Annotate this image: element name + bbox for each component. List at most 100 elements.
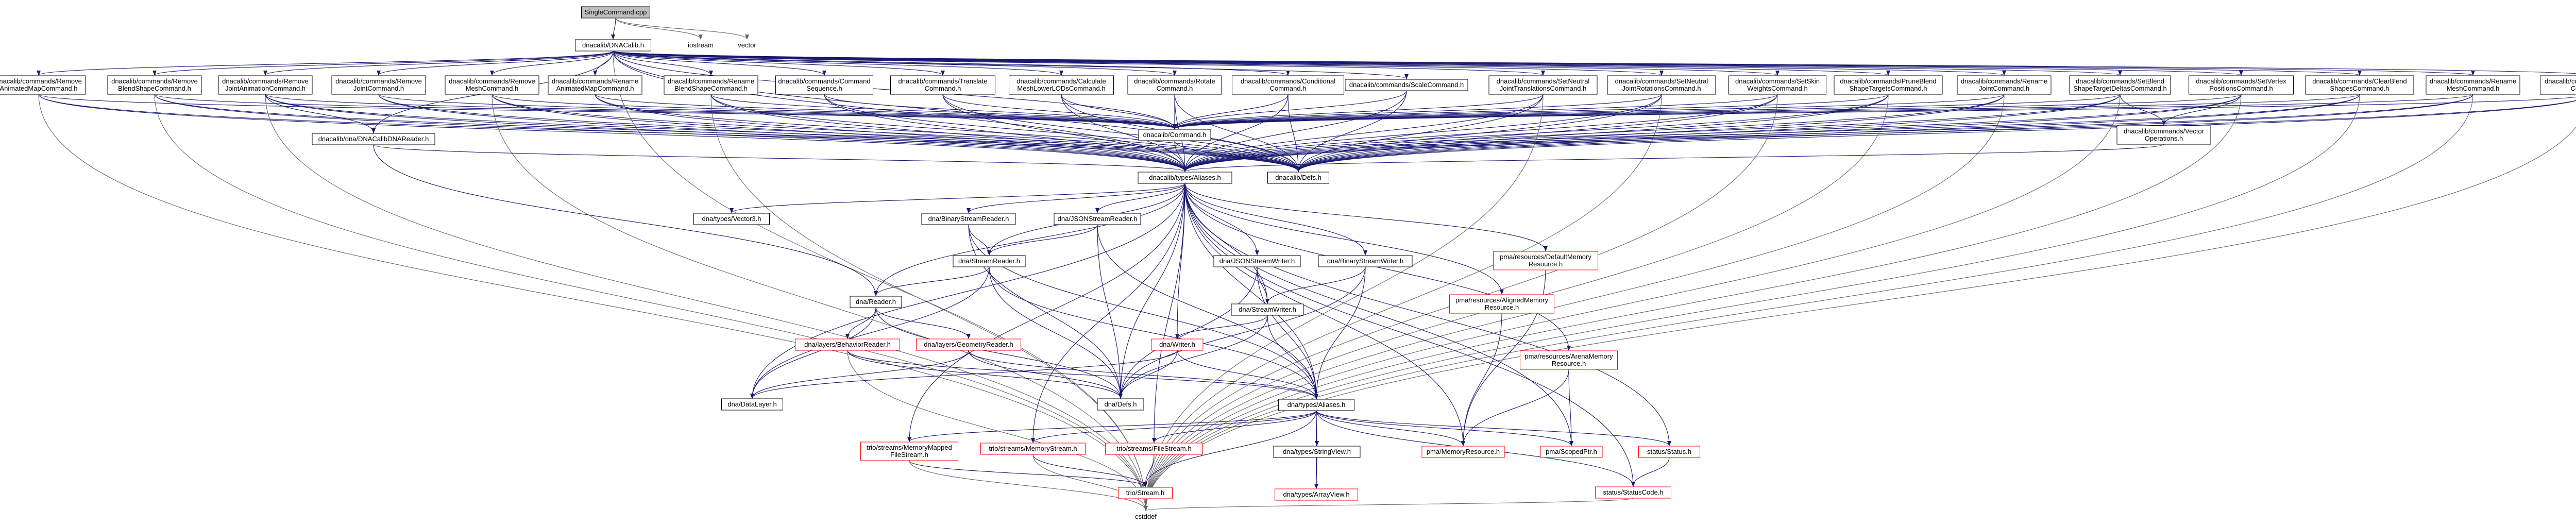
node-box-reader	[850, 296, 902, 308]
node-root[interactable]: SingleCommand.cpp	[581, 6, 650, 19]
edge-aliases-to-vector3	[730, 183, 1185, 213]
node-label-arrayView: dna/types/ArrayView.h	[1283, 490, 1349, 498]
node-box-stringView	[1273, 446, 1361, 458]
node-box-cmdSetSkin	[1728, 75, 1826, 95]
node-vector3[interactable]: dna/types/Vector3.h	[693, 213, 770, 225]
node-cmdRemoveJointAnim[interactable]: dnacalib/commands/RemoveJointAnimationCo…	[218, 75, 313, 95]
edge-aliases-to-memStream	[1031, 183, 1185, 443]
edge-cmdRenameJoint-to-cstddef	[1144, 94, 2005, 511]
edge-jsonReader-to-dnaDefs	[1097, 224, 1123, 399]
node-status[interactable]: status/Status.h	[1638, 446, 1700, 458]
edge-cmdClearBlend-to-command	[1173, 94, 2360, 129]
node-cmdSetSkin[interactable]: dnacalib/commands/SetSkinWeightsCommand.…	[1728, 75, 1826, 95]
edge-aliases-to-alignedMem	[1184, 183, 1504, 295]
edge-cmdRemoveAnim-to-defs	[38, 94, 1300, 172]
node-aliases[interactable]: dnacalib/types/Aliases.h	[1138, 172, 1232, 184]
node-cmdClearBlend[interactable]: dnacalib/commands/ClearBlendShapesComman…	[2305, 75, 2414, 95]
edge-cmdSetVertex-to-command	[1173, 94, 2242, 129]
node-box-cmdRemoveBlend	[107, 75, 202, 95]
node-cmdCalcNormals[interactable]: dnacalib/commands/CalculateMeshLowerLODs…	[1009, 75, 1114, 95]
node-arrayView[interactable]: dna/types/ArrayView.h	[1275, 488, 1358, 501]
node-label-command: dnacalib/Command.h	[1143, 131, 1207, 139]
edge-aliases-to-statusCode	[1184, 183, 1635, 487]
node-binWriter[interactable]: dna/BinaryStreamWriter.h	[1318, 255, 1413, 267]
edge-dnacalib-to-cmdRemoveBlend	[152, 50, 614, 76]
node-box-cmdSetNeutralJointRot	[1607, 75, 1716, 95]
node-statusCode[interactable]: status/StatusCode.h	[1595, 486, 1671, 499]
node-reader[interactable]: dna/Reader.h	[850, 296, 902, 308]
node-cmdRemoveBlend[interactable]: dnacalib/commands/RemoveBlendShapeComman…	[107, 75, 202, 95]
edge-writer-to-dataLayer	[750, 350, 1178, 399]
edge-cmdRenameBlend-to-command	[710, 94, 1177, 129]
node-command[interactable]: dnacalib/Command.h	[1138, 129, 1211, 141]
node-label-cmdRenameBlend: dnacalib/commands/Rename	[668, 77, 754, 85]
edge-reader-to-dataLayer	[750, 307, 876, 399]
node-jsonReader[interactable]: dna/JSONStreamReader.h	[1054, 213, 1141, 225]
node-dnaAliases[interactable]: dna/types/Aliases.h	[1278, 399, 1354, 411]
node-fileStream[interactable]: trio/streams/FileStream.h	[1105, 443, 1203, 455]
node-cmdRenameAnim[interactable]: dnacalib/commands/RenameAnimatedMapComma…	[548, 75, 642, 95]
node-label-geoReader: dna/layers/GeometryReader.h	[924, 341, 1013, 348]
node-label-cmdRenameBlend: BlendShapeCommand.h	[674, 84, 748, 92]
node-cmdSetLODs[interactable]: dnacalib/commands/SetLODsCommand.h	[2540, 75, 2576, 95]
node-behReader[interactable]: dna/layers/BehaviorReader.h	[795, 338, 900, 351]
node-cmdSetNeutralJointTrans[interactable]: dnacalib/commands/SetNeutralJointTransla…	[1488, 75, 1598, 95]
node-cmdRenameBlend[interactable]: dnacalib/commands/RenameBlendShapeComman…	[664, 75, 758, 95]
node-cmdScale[interactable]: dnacalib/commands/ScaleCommand.h	[1345, 79, 1468, 91]
node-label-cmdRotate: dnacalib/commands/Rotate	[1134, 77, 1215, 85]
node-geoReader[interactable]: dna/layers/GeometryReader.h	[916, 338, 1021, 351]
node-writer[interactable]: dna/Writer.h	[1151, 338, 1204, 351]
node-stream[interactable]: trio/Stream.h	[1118, 487, 1173, 499]
node-dnacalib[interactable]: dnacalib/DNACalib.h	[575, 39, 651, 52]
node-dataLayer[interactable]: dna/DataLayer.h	[721, 398, 783, 411]
node-dnaDefs[interactable]: dna/Defs.h	[1097, 398, 1144, 411]
node-cmdSetVertex[interactable]: dnacalib/commands/SetVertexPositionsComm…	[2189, 75, 2294, 95]
node-box-cmdRemoveJointAnim	[218, 75, 313, 95]
node-box-jsonReader	[1054, 213, 1141, 225]
edge-memStream-to-stream	[1032, 454, 1147, 487]
node-label-cmdTranslate: Command.h	[925, 84, 961, 92]
edge-dnaAliases-to-scopedPtr	[1316, 410, 1573, 446]
node-defs[interactable]: dnacalib/Defs.h	[1267, 172, 1329, 184]
node-jsonWriter[interactable]: dna/JSONStreamWriter.h	[1213, 255, 1301, 267]
node-box-status	[1638, 446, 1700, 458]
node-cmdPruneBlend[interactable]: dnacalib/commands/PruneBlendShapeTargets…	[1834, 75, 1943, 95]
node-scopedPtr[interactable]: pma/ScopedPtr.h	[1540, 446, 1603, 458]
node-cmdRemoveAnim[interactable]: dnacalib/commands/RemoveAnimatedMapComma…	[0, 75, 86, 95]
edge-binWriter-to-streamWriter	[1265, 266, 1366, 304]
edge-cmdSetLODs-to-defs	[1296, 100, 2576, 172]
node-streamWriter[interactable]: dna/StreamWriter.h	[1231, 303, 1304, 316]
edge-aliases-to-dnaAliases	[1184, 183, 1318, 399]
node-box-cmdScale	[1345, 79, 1468, 91]
node-box-defs	[1267, 172, 1329, 184]
node-cmdSetBlendDelta[interactable]: dnacalib/commands/SetBlendShapeTargetDel…	[2069, 75, 2171, 95]
edge-jsonReader-to-dnaAliases	[1097, 224, 1318, 399]
edge-binWriter-to-dnaDefs	[1118, 266, 1366, 399]
node-dnaReader[interactable]: dnacalib/dna/DNACalibDNAReader.h	[312, 133, 435, 145]
node-memRes[interactable]: pma/MemoryResource.h	[1421, 446, 1505, 458]
edge-cmdScale-to-aliases	[1183, 90, 1407, 172]
edge-aliases-to-memMapped	[907, 183, 1185, 442]
node-stringView[interactable]: dna/types/StringView.h	[1273, 446, 1361, 458]
node-box-jsonWriter	[1213, 255, 1301, 267]
node-label-statusCode: status/StatusCode.h	[1603, 488, 1663, 496]
node-memStream[interactable]: trio/streams/MemoryStream.h	[980, 443, 1086, 455]
node-streamReader[interactable]: dna/StreamReader.h	[953, 255, 1026, 267]
node-cmdSetNeutralJointRot[interactable]: dnacalib/commands/SetNeutralJointRotatio…	[1607, 75, 1716, 95]
edge-streamReader-to-reader	[874, 266, 990, 296]
node-binReader[interactable]: dna/BinaryStreamReader.h	[921, 213, 1016, 225]
